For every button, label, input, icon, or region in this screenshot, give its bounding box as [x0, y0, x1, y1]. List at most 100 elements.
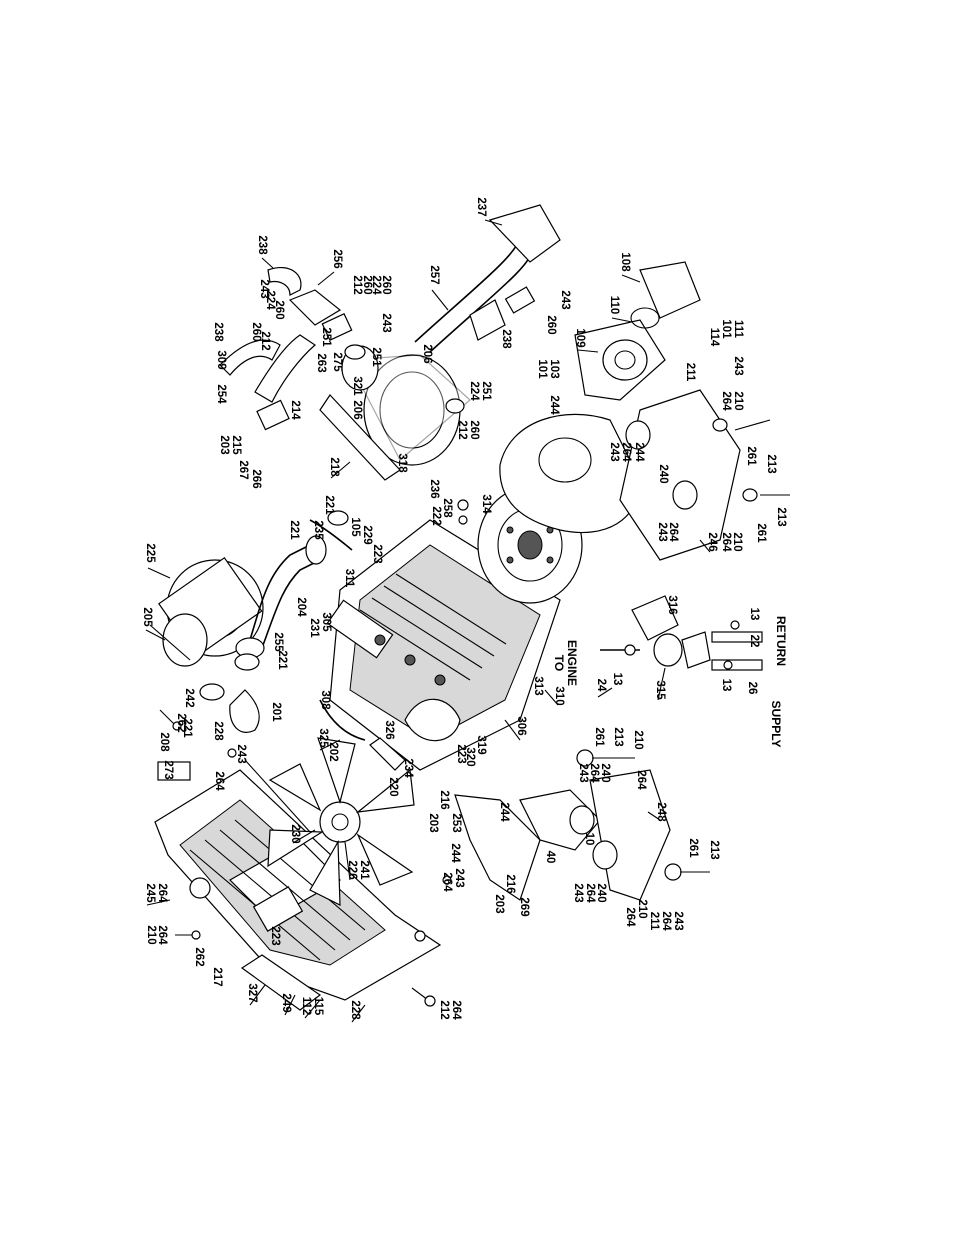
callout-label: 243 [380, 313, 392, 332]
leader-lines [145, 219, 711, 1023]
callout-label: 244 [633, 442, 645, 462]
callout-label: 26 [746, 682, 758, 695]
callout-label: 260 [380, 275, 392, 294]
callout-label: 243 [732, 356, 744, 375]
callout-label: 216 [438, 790, 450, 809]
callout-label: 260 [273, 300, 285, 319]
callout-label: 224 [264, 290, 276, 310]
callout-label: 320 [464, 747, 476, 766]
callout-label: 210 [732, 391, 744, 410]
callout-label: 248 [655, 802, 667, 822]
callout-label: 229 [361, 525, 373, 544]
callout-label: 311 [343, 569, 355, 588]
callout-label: 273 [162, 760, 174, 779]
callout-label: 213 [708, 840, 720, 859]
callout-label: 202 [327, 742, 339, 761]
callout-label: 216 [504, 874, 516, 893]
callout-label: 240 [657, 464, 669, 483]
callout-label: 243 [453, 868, 465, 887]
callout-label: 256 [331, 249, 343, 268]
callout-label: 211 [684, 363, 696, 382]
callout-label: 101 [720, 319, 732, 339]
callout-label: 264 [213, 771, 225, 791]
diagram-word-label: TO [552, 655, 566, 671]
callout-label: 260 [468, 420, 480, 439]
callout-label: 213 [765, 454, 777, 473]
diagram-word-label: SUPPLY [769, 701, 783, 748]
callout-label: 208 [158, 732, 170, 752]
callout-label: 243 [258, 279, 270, 298]
callout-label: 206 [351, 400, 363, 419]
callout-label: 267 [237, 460, 249, 479]
callout-label: 234 [402, 758, 414, 778]
callout-label: 203 [493, 894, 505, 913]
callout-label: 244 [548, 395, 560, 415]
callout-label: 255 [272, 632, 284, 652]
callout-label: 231 [308, 618, 320, 638]
callout-label: 105 [349, 517, 361, 537]
callout-label: 243 [235, 744, 247, 763]
callout-label: 203 [427, 813, 439, 832]
callout-label: 305 [320, 612, 332, 632]
callout-label: 264 [156, 925, 168, 945]
callout-label: 261 [745, 446, 757, 466]
callout-label: 264 [667, 522, 679, 542]
callout-label: 243 [577, 763, 589, 782]
callout-label: 223 [455, 744, 467, 763]
callout-label: 251 [370, 347, 382, 367]
callout-label: 275 [331, 352, 343, 372]
callout-label: 112 [300, 997, 312, 1016]
callout-label: 238 [256, 235, 268, 255]
muffler-assembly [219, 267, 471, 481]
callout-label: 241 [358, 860, 370, 880]
callout-label: 251 [480, 381, 492, 401]
callout-label: 109 [574, 328, 586, 347]
callout-label: 40 [544, 851, 556, 864]
callout-label: 221 [288, 520, 300, 540]
callout-label: 260 [250, 322, 262, 341]
callout-label: 212 [351, 275, 363, 294]
callout-label: 24 [595, 679, 607, 692]
callout-label: 260 [361, 275, 373, 294]
callout-label: 264 [720, 532, 732, 552]
callout-label: 223 [269, 926, 281, 945]
callout-label: 244 [498, 802, 510, 822]
cooling-fan [267, 737, 415, 906]
callout-label: 314 [480, 494, 492, 514]
callout-label: 13 [611, 673, 623, 686]
callout-label: 206 [421, 344, 433, 363]
callout-label: 310 [553, 686, 565, 705]
callout-label: 245 [144, 883, 156, 903]
callout-label: 264 [624, 907, 636, 927]
callout-label: 309 [215, 350, 227, 369]
callout-label: 246 [706, 532, 718, 551]
callout-label: 218 [328, 457, 340, 477]
callout-label: 243 [608, 442, 620, 461]
callout-label: 306 [515, 716, 527, 735]
callout-label: 262 [193, 947, 205, 966]
callout-label: 260 [545, 315, 557, 334]
callout-label: 101 [536, 359, 548, 379]
callout-label: 210 [636, 899, 648, 918]
intake-hoses [199, 510, 353, 733]
callout-label: 240 [595, 883, 607, 902]
callout-label: 240 [599, 763, 611, 782]
callout-label: 264 [441, 872, 453, 892]
callout-label: 221 [181, 718, 193, 738]
diagram-word-label: ENGINE [565, 640, 579, 686]
callout-label: 264 [584, 883, 596, 903]
callout-label: 204 [295, 597, 307, 617]
callout-label: 326 [383, 720, 395, 739]
callout-label: 238 [500, 329, 512, 349]
callout-label: 243 [572, 883, 584, 902]
callout-label: 224 [468, 381, 480, 401]
callout-label: 319 [475, 735, 487, 754]
callout-label: 230 [289, 824, 301, 843]
callout-label: 217 [211, 967, 223, 986]
callout-label: 249 [280, 993, 292, 1012]
callout-label: 261 [593, 727, 605, 747]
callout-label: 213 [612, 727, 624, 746]
callout-label: 327 [246, 983, 258, 1002]
callout-label: 212 [456, 420, 468, 439]
